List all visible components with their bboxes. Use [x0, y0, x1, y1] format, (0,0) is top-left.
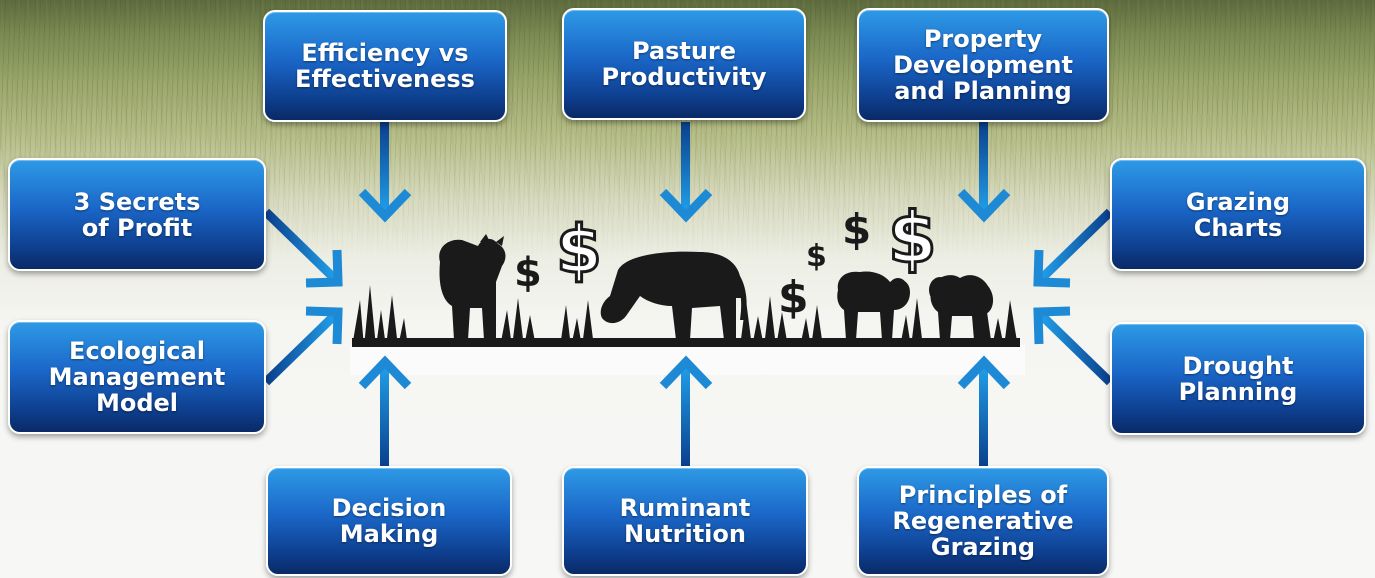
arrow-up-ruminant: [659, 355, 713, 468]
sheep-icon: [929, 275, 994, 340]
box-property-development[interactable]: Property Development and Planning: [857, 8, 1109, 122]
grass-icon: [352, 285, 1020, 347]
box-grazing-charts[interactable]: Grazing Charts: [1110, 158, 1366, 271]
box-pasture-productivity[interactable]: Pasture Productivity: [562, 8, 806, 120]
sheep-icon: [837, 271, 910, 340]
box-label: Principles of Regenerative Grazing: [892, 481, 1074, 561]
box-label: Decision Making: [331, 494, 447, 548]
arrow-from-drought: [1033, 306, 1114, 386]
box-principles-of-regenerative-grazing[interactable]: Principles of Regenerative Grazing: [857, 466, 1109, 576]
dollar-sign-icon: $: [514, 250, 542, 296]
box-label: Grazing Charts: [1185, 187, 1291, 242]
box-3-secrets-of-profit[interactable]: 3 Secrets of Profit: [8, 158, 266, 271]
box-label: Ruminant Nutrition: [619, 494, 751, 548]
box-ruminant-nutrition[interactable]: Ruminant Nutrition: [562, 466, 808, 576]
box-decision-making[interactable]: Decision Making: [266, 466, 512, 576]
dollar-sign-icon: $: [888, 197, 937, 279]
box-label: Efficiency vs Effectiveness: [295, 39, 475, 93]
arrow-from-secrets: [262, 208, 343, 288]
grazing-cow-icon: [600, 251, 747, 340]
box-ecological-management-model[interactable]: Ecological Management Model: [8, 320, 266, 434]
arrow-from-grazing-charts: [1033, 208, 1114, 288]
arrow-up-regenerative: [957, 355, 1011, 468]
box-label: Pasture Productivity: [601, 37, 767, 91]
box-efficiency-vs-effectiveness[interactable]: Efficiency vs Effectiveness: [263, 10, 507, 122]
box-label: Drought Planning: [1178, 351, 1298, 406]
dollar-sign-icon: $: [806, 239, 827, 274]
arrow-up-decision: [358, 355, 412, 468]
box-label: 3 Secrets of Profit: [73, 187, 201, 242]
box-label: Property Development and Planning: [893, 25, 1073, 105]
cow-icon: [439, 234, 506, 340]
arrow-down-property: [957, 122, 1011, 223]
dollar-sign-icon: $: [842, 205, 871, 254]
dollar-sign-icon: $: [556, 211, 602, 288]
box-label: Ecological Management Model: [48, 337, 226, 417]
dollar-sign-icon: $: [778, 272, 809, 323]
arrow-from-ecological: [262, 306, 343, 386]
arrow-down-efficiency: [358, 122, 412, 223]
box-drought-planning[interactable]: Drought Planning: [1110, 322, 1366, 435]
arrow-down-pasture: [659, 122, 713, 223]
